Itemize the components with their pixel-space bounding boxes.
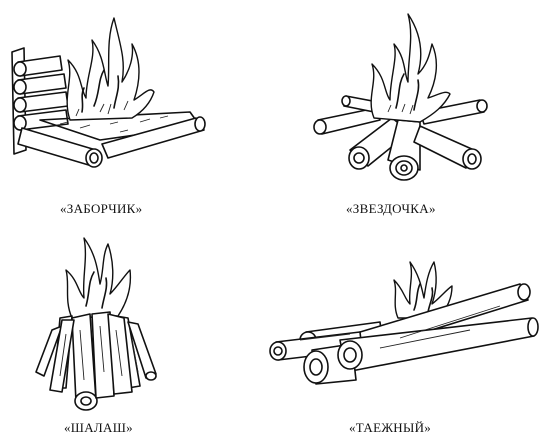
fire-teepee-illustration (36, 238, 156, 410)
fire-taiga-illustration (270, 262, 538, 384)
caption-teepee-fire: «ШАЛАШ» (64, 420, 133, 436)
caption-star-fire: «ЗВЕЗДОЧКА» (346, 201, 436, 217)
caption-taiga-fire: «ТАЕЖНЫЙ» (349, 420, 431, 436)
fire-star-illustration (314, 14, 487, 180)
caption-fence-fire: «ЗАБОРЧИК» (60, 201, 142, 217)
fire-fence-illustration (12, 18, 205, 167)
